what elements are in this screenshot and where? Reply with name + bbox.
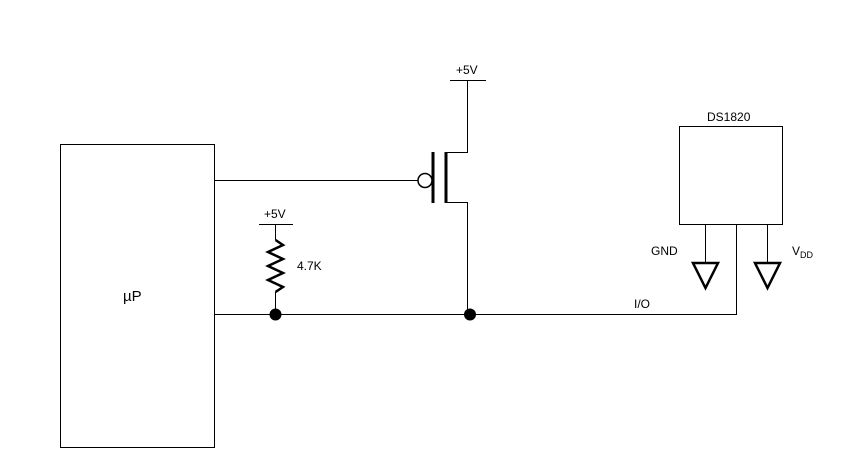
vdd-pin-label-main: V (792, 244, 800, 258)
microprocessor-block (60, 144, 215, 448)
io-label: I/O (634, 297, 650, 311)
supply-label-mosfet: +5V (456, 63, 478, 77)
supply-label-pullup: +5V (264, 207, 286, 221)
microprocessor-label: µP (123, 288, 142, 305)
vdd-pin-label: VDD (792, 244, 814, 260)
gnd-pin-label: GND (651, 244, 678, 258)
junction-dot-pullup (269, 308, 282, 321)
vdd-pin-label-sub: DD (800, 250, 813, 260)
p-channel-mosfet (417, 152, 468, 203)
ds1820-label: DS1820 (707, 110, 751, 124)
ground-symbol-right (752, 261, 783, 291)
ds1820-body (679, 126, 783, 225)
resistor-value-label: 4.7K (297, 259, 322, 273)
pullup-resistor (265, 238, 286, 294)
ground-symbol-left (690, 261, 721, 291)
gate-bubble (417, 172, 433, 189)
junction-dot-drain (464, 308, 476, 321)
